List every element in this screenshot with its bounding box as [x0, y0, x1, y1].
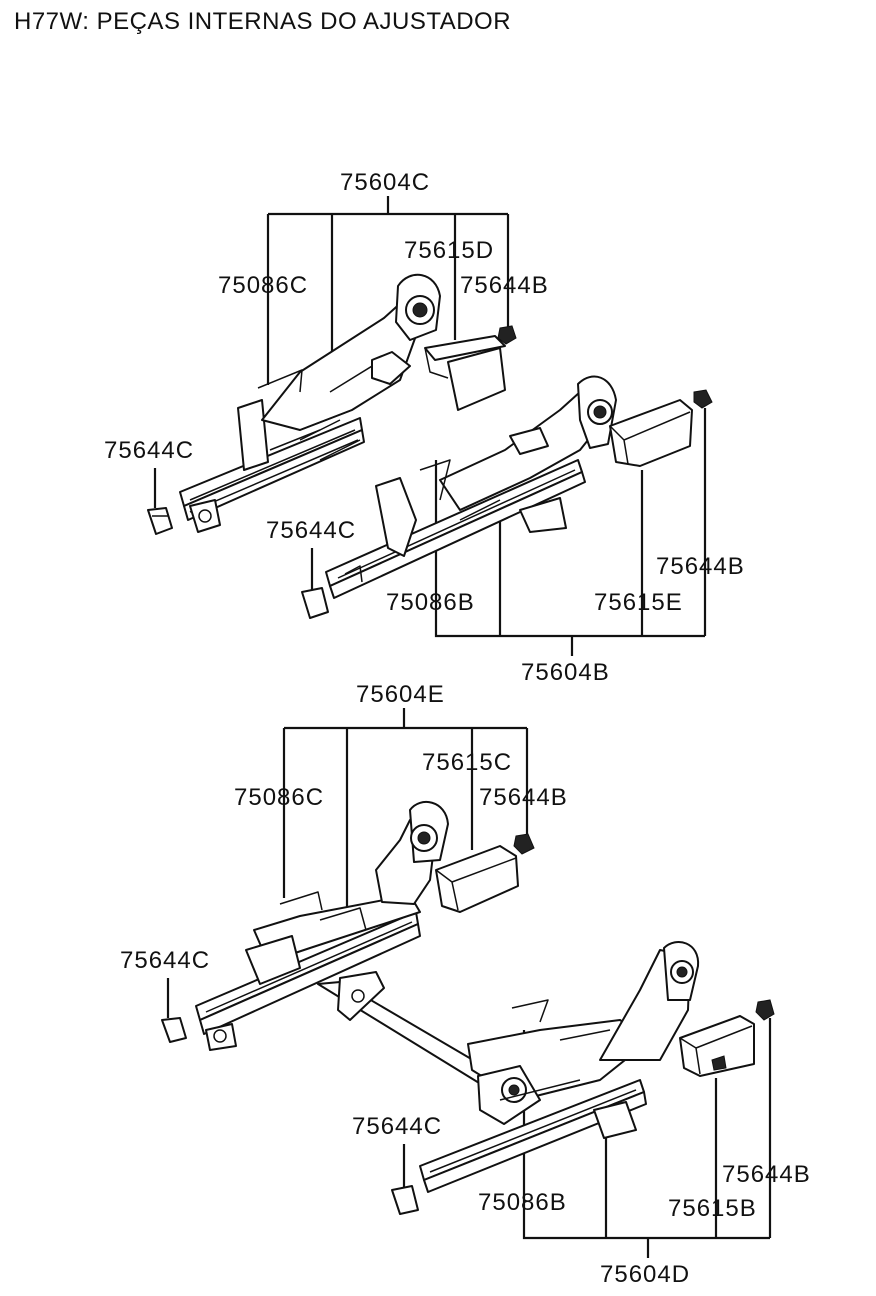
label-75086c-low[interactable]: 75086C — [234, 784, 324, 811]
clip-75644b-top-drawing — [497, 325, 517, 345]
label-75604b[interactable]: 75604B — [521, 659, 610, 686]
label-75644b-low[interactable]: 75644B — [479, 784, 568, 811]
label-75644c-bot[interactable]: 75644C — [352, 1113, 442, 1140]
cover-75615d-drawing — [424, 335, 506, 411]
cover-75615e-drawing — [609, 399, 693, 467]
label-75086b-mid[interactable]: 75086B — [386, 589, 475, 616]
cover-75615b-drawing — [679, 1015, 755, 1077]
label-75644c-mid[interactable]: 75644C — [266, 517, 356, 544]
leader-75604b — [434, 408, 707, 656]
label-75086c-top[interactable]: 75086C — [218, 272, 308, 299]
label-75615c[interactable]: 75615C — [422, 749, 512, 776]
label-75644c-low[interactable]: 75644C — [120, 947, 210, 974]
group-75604d: 75644C 75086B 75644B 75615B 75604D — [317, 941, 811, 1288]
seat-rail-drawing-top — [147, 273, 441, 535]
diagram-title: H77W: PEÇAS INTERNAS DO AJUSTADOR — [14, 8, 512, 35]
group-75604c: 75604C 75086C 75615D 75644B 75644C — [104, 169, 549, 535]
label-75615e[interactable]: 75615E — [594, 589, 683, 616]
label-75615d[interactable]: 75615D — [404, 237, 494, 264]
label-75086b-bot[interactable]: 75086B — [478, 1189, 567, 1216]
cover-75615c-drawing — [435, 845, 519, 913]
label-75615b[interactable]: 75615B — [668, 1195, 757, 1222]
leader-75604e — [282, 708, 529, 910]
leader-75604d — [522, 1018, 772, 1258]
leader-75604c — [266, 196, 510, 395]
clip-75644b-mid-drawing — [693, 389, 713, 409]
label-75644b-mid[interactable]: 75644B — [656, 553, 745, 580]
label-75644b-bot[interactable]: 75644B — [722, 1161, 811, 1188]
label-75604d[interactable]: 75604D — [600, 1261, 690, 1288]
seat-rail-drawing-mid — [301, 375, 617, 619]
label-75644c-top[interactable]: 75644C — [104, 437, 194, 464]
seat-rail-drawing-low — [161, 801, 449, 1051]
clip-75644b-low-drawing — [513, 833, 535, 855]
seat-rail-drawing-bot — [317, 941, 700, 1215]
group-75604e: 75604E 75086C 75615C 75644B 75644C — [120, 681, 568, 1051]
clip-75644b-bot-drawing — [755, 999, 775, 1021]
group-75604b: 75644C 75086B 75644B 75615E 75604B — [266, 375, 745, 686]
label-75604e[interactable]: 75604E — [356, 681, 445, 708]
label-75644b-top[interactable]: 75644B — [460, 272, 549, 299]
label-75604c[interactable]: 75604C — [340, 169, 430, 196]
